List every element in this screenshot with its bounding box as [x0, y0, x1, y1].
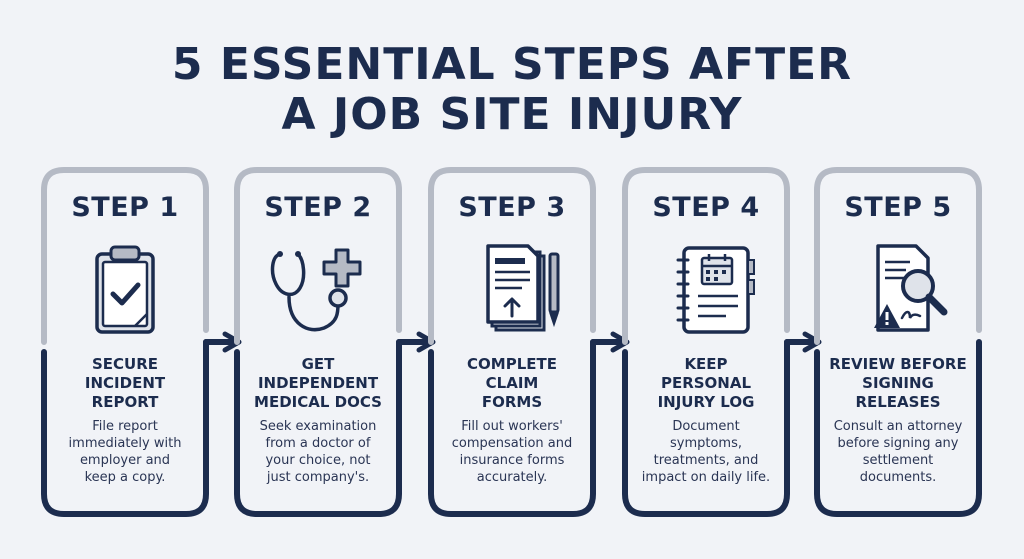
frame-top-outline [622, 167, 790, 345]
connector-arrow [784, 339, 816, 477]
step-3: STEP 3 COMPLETE CLAIM FORMS Fill out wor… [431, 190, 593, 485]
step-label: STEP 3 [458, 192, 566, 223]
step-label: STEP 1 [71, 192, 179, 223]
step-heading: GET INDEPENDENT MEDICAL DOCS [254, 355, 382, 411]
document-magnifier-icon [874, 244, 948, 332]
step-4: STEP 4 KEEP PERSONAL INJURY LOG Document… [625, 190, 787, 485]
frame-bottom-outline [428, 339, 596, 517]
step-heading: KEEP PERSONAL INJURY LOG [657, 355, 755, 411]
frame-top-outline [814, 167, 982, 345]
connector-arrow [203, 339, 236, 477]
frame-top-outline [41, 167, 209, 345]
step-label: STEP 2 [264, 192, 372, 223]
forms-pen-icon [486, 244, 560, 332]
step-description: Fill out workers' compensation and insur… [451, 419, 573, 485]
stethoscope-icon [270, 248, 362, 332]
step-description: Document symptoms, treatments, and impac… [641, 419, 771, 485]
frame-top-outline [234, 167, 402, 345]
frame-bottom-outline [622, 339, 790, 517]
step-description: File report immediately with employer an… [68, 419, 182, 485]
title-line-2: A JOB SITE INJURY [281, 89, 743, 140]
step-heading: SECURE INCIDENT REPORT [84, 355, 166, 411]
frame-top-outline [428, 167, 596, 345]
connector-arrow [396, 339, 430, 477]
step-1: STEP 1 SECURE INCIDENT REPORT File repor… [44, 190, 206, 485]
frame-bottom-outline [41, 339, 209, 517]
frame-bottom-outline [234, 339, 402, 517]
clipboard-check-icon [95, 245, 155, 334]
step-heading: COMPLETE CLAIM FORMS [467, 355, 557, 411]
page-title: 5 ESSENTIAL STEPS AFTER A JOB SITE INJUR… [0, 40, 1024, 140]
frame-bottom-outline [814, 339, 982, 517]
step-description: Seek examination from a doctor of your c… [259, 419, 377, 485]
step-heading: REVIEW BEFORE SIGNING RELEASES [829, 355, 967, 411]
connector-arrow [590, 339, 624, 477]
journal-log-icon [676, 246, 755, 334]
step-label: STEP 4 [652, 192, 760, 223]
step-description: Consult an attorney before signing any s… [833, 419, 963, 485]
step-5: STEP 5 REVIEW BEFORE SIGNING RELEASES Co… [817, 190, 979, 485]
step-2: STEP 2 GET INDEPENDENT MEDICAL DOCS Seek… [237, 190, 399, 485]
step-label: STEP 5 [844, 192, 952, 223]
title-line-1: 5 ESSENTIAL STEPS AFTER [171, 39, 853, 90]
